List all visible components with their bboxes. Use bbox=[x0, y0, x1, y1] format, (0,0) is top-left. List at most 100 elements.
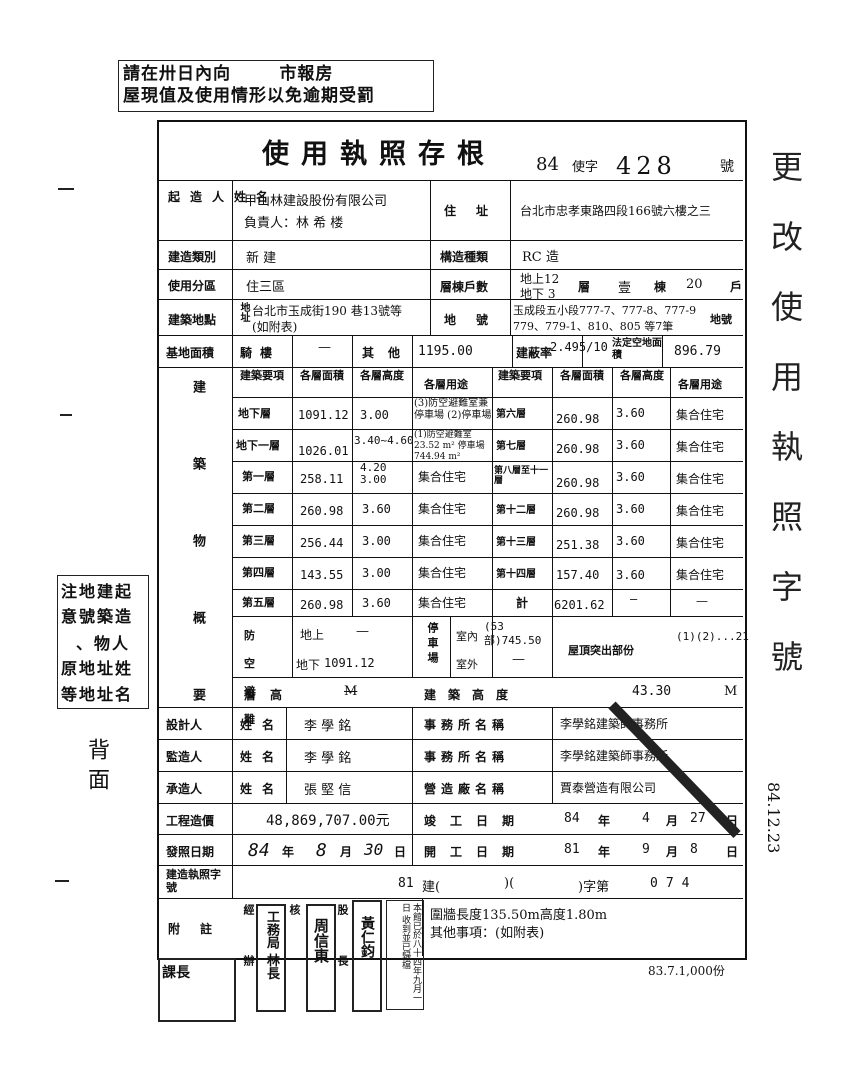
cost-value: 48,869,707.00元 bbox=[266, 813, 390, 829]
sign-label-c3: 股長 bbox=[336, 904, 349, 1006]
permit-label: 建造執照字號 bbox=[166, 868, 221, 894]
floors-unit: 層 bbox=[578, 280, 591, 294]
person-name: 李 學 銘 bbox=[304, 719, 352, 734]
issue-date-label: 發照日期 bbox=[166, 845, 215, 859]
roof-value: (1)(2)...21 bbox=[676, 630, 749, 643]
floor-use: 集合住宅 bbox=[676, 472, 725, 486]
doc-number: 428 bbox=[616, 152, 677, 180]
margin-mark bbox=[58, 188, 74, 190]
coverage-value: 2.495/10 bbox=[550, 340, 608, 354]
permit-year: 81 bbox=[398, 876, 414, 891]
floor-use: — bbox=[696, 594, 708, 608]
building-label: 建築物概要 bbox=[190, 380, 205, 765]
dong-unit: 棟 bbox=[654, 280, 667, 294]
name-label: 姓名 bbox=[240, 718, 285, 732]
parking-indoor-value: (53部)745.50 bbox=[484, 620, 542, 647]
header-height-right: 各層高度 bbox=[620, 369, 664, 382]
structure-label: 構造種類 bbox=[440, 250, 489, 264]
location-label: 建築地點 bbox=[168, 313, 217, 327]
lot-suffix: 地號 bbox=[710, 313, 732, 326]
floor-use: 集合住宅 bbox=[676, 408, 725, 422]
floor-name: 第十四層 bbox=[496, 569, 536, 580]
legal-area-value: 896.79 bbox=[674, 344, 721, 359]
arcade-label: 騎樓 bbox=[240, 346, 281, 360]
seal-stamp: 周信東 bbox=[306, 904, 336, 1012]
eaves-value: M bbox=[344, 684, 358, 699]
parking-indoor-label: 室內 bbox=[456, 630, 478, 643]
floor-area: 260.98 bbox=[556, 506, 600, 520]
side-note-line: 等地址名 bbox=[61, 685, 134, 704]
floor-use: 集合住宅 bbox=[676, 536, 725, 550]
month-unit: 月 bbox=[340, 845, 353, 859]
cost-label: 工程造價 bbox=[166, 814, 215, 828]
floor-name: 第二層 bbox=[242, 502, 275, 515]
floor-height: 3.00 bbox=[362, 534, 391, 548]
location-note: (如附表) bbox=[252, 320, 298, 334]
structure-value: RC 造 bbox=[522, 250, 559, 265]
floor-name: 第八層至十一層 bbox=[494, 466, 549, 486]
arcade-value: — bbox=[318, 340, 331, 355]
floor-area: 258.11 bbox=[300, 472, 344, 486]
zone-label: 使用分區 bbox=[168, 279, 217, 293]
lot-label: 地號 bbox=[444, 313, 509, 327]
office-label: 事務所名稱 bbox=[424, 750, 510, 764]
floor-name: 地下一層 bbox=[236, 439, 280, 452]
sign-label-c2: 核 bbox=[288, 904, 301, 955]
floor-area: 157.40 bbox=[556, 568, 600, 582]
builder-label: 起造人姓名 bbox=[168, 190, 279, 204]
floor-area: 260.98 bbox=[300, 598, 344, 612]
floor-name: 第七層 bbox=[496, 441, 526, 452]
role-label: 承造人 bbox=[166, 782, 203, 796]
notice-line1: 請在卅日內向 bbox=[123, 64, 231, 84]
doc-hao: 號 bbox=[720, 159, 734, 175]
floor-height: 3.60 bbox=[616, 438, 645, 452]
building-height-value: 43.30 bbox=[632, 684, 672, 699]
side-note-line: 注地建起 bbox=[61, 582, 134, 601]
month-unit: 月 bbox=[666, 845, 679, 859]
floor-area: 260.98 bbox=[556, 476, 600, 490]
issue-year: 84 bbox=[248, 840, 270, 861]
floor-use: 集合住宅 bbox=[676, 504, 725, 518]
margin-mark bbox=[60, 414, 72, 416]
role-label: 設計人 bbox=[166, 718, 203, 732]
year-unit: 年 bbox=[598, 814, 611, 828]
floor-height: 3.00 bbox=[362, 566, 391, 580]
legal-area-label: 法定空地面積 bbox=[612, 338, 662, 361]
building-height-label: 建築高度 bbox=[424, 688, 521, 702]
floor-name: 第三層 bbox=[242, 534, 275, 547]
year-unit: 年 bbox=[282, 845, 295, 859]
office-label: 事務所名稱 bbox=[424, 718, 510, 732]
location-address: 台北市玉成街190 巷13號等 bbox=[252, 304, 402, 318]
floor-name: 計 bbox=[516, 596, 529, 610]
seal-stamp: 工務局 林長 bbox=[256, 904, 286, 1012]
office-name: 李學銘建築師事務所 bbox=[560, 717, 669, 731]
zone-value: 住三區 bbox=[246, 280, 286, 295]
parking-outdoor-label: 室外 bbox=[456, 658, 478, 671]
floor-name: 第四層 bbox=[242, 566, 275, 579]
side-note-line: 意號築造 bbox=[61, 607, 134, 626]
floor-height: 3.60 bbox=[616, 568, 645, 582]
floors-label: 層棟戶數 bbox=[440, 280, 489, 294]
eaves-label: 簷高 bbox=[244, 688, 297, 702]
parking-label: 停車場 bbox=[426, 622, 439, 667]
floor-use: 集合住宅 bbox=[676, 440, 725, 454]
builder-company: 甲山林建設股份有限公司 bbox=[244, 194, 388, 209]
name-label: 姓名 bbox=[240, 750, 285, 764]
site-area-label: 基地面積 bbox=[166, 346, 215, 360]
shelter-above-label: 地上 bbox=[300, 628, 325, 642]
office-name: 賈泰營造有限公司 bbox=[560, 781, 657, 795]
office-label: 營造廠名稱 bbox=[424, 782, 510, 796]
floor-area: 1026.01 bbox=[298, 444, 349, 458]
other-label: 其他 bbox=[362, 346, 415, 360]
hu-unit: 戶 bbox=[730, 280, 743, 294]
build-type-value: 新 建 bbox=[246, 251, 277, 266]
issue-month: 8 bbox=[316, 840, 327, 861]
floor-name: 第五層 bbox=[242, 596, 275, 609]
role-label: 監造人 bbox=[166, 750, 203, 764]
completion-label: 竣工日期 bbox=[424, 814, 529, 828]
notice-line2: 屋現值及使用情形以免逾期受罰 bbox=[123, 86, 375, 106]
corner-seal: 課長 bbox=[158, 958, 236, 1022]
shelter-below-label: 地下 bbox=[296, 658, 321, 672]
permit-form bbox=[157, 120, 747, 960]
coverage-label: 建蔽率 bbox=[516, 346, 553, 360]
